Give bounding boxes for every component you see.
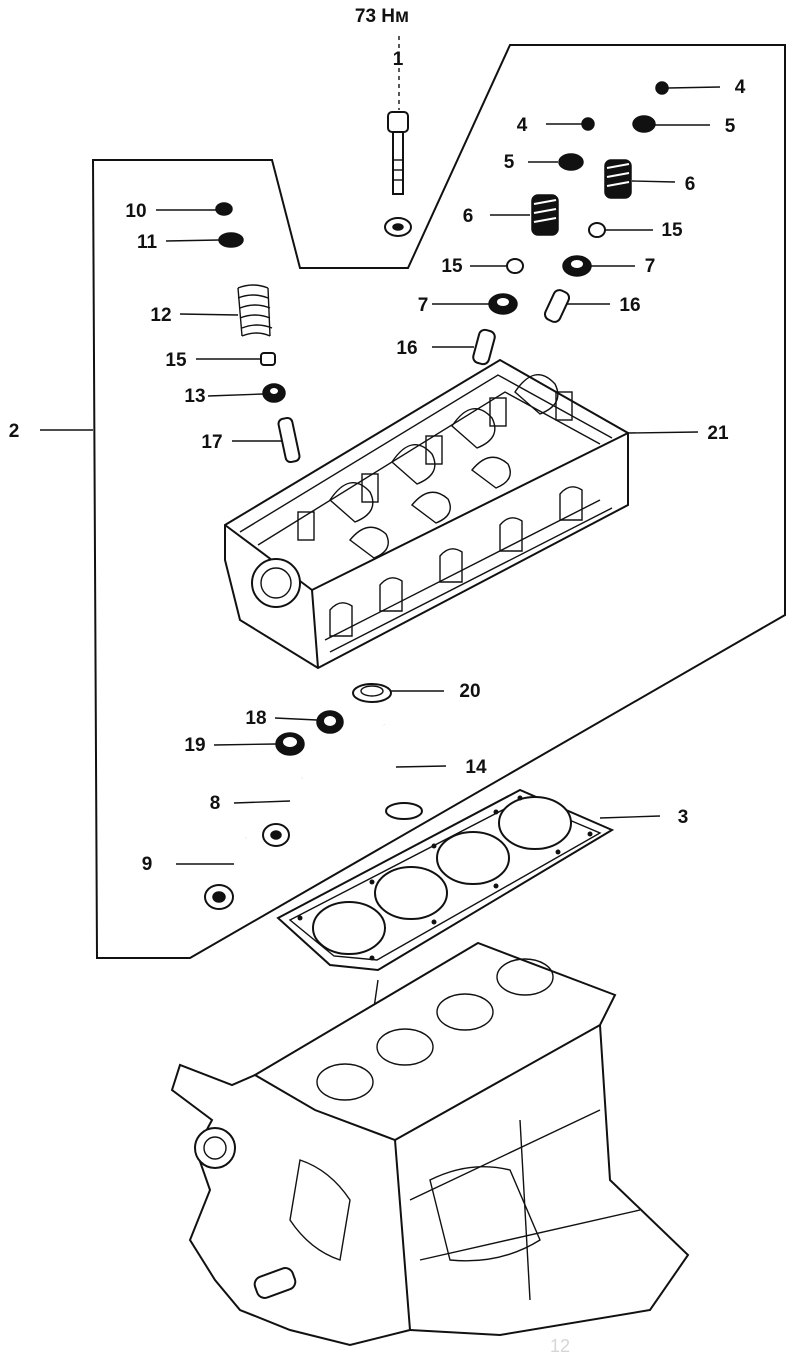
callout-7b: 7 [418, 295, 429, 316]
callout-8: 8 [210, 793, 221, 814]
callout-11: 11 [137, 232, 158, 253]
valve-14 [382, 724, 423, 820]
valve-keeper-4a [655, 81, 669, 95]
spring-seat-15b [506, 258, 524, 274]
callout-4a: 4 [735, 77, 746, 98]
assembly-boundary [91, 44, 786, 959]
callout-1: 1 [393, 49, 404, 70]
callout-12: 12 [150, 305, 171, 326]
valve-spring-12 [237, 284, 273, 337]
valve-keeper-10 [215, 202, 233, 216]
valve-9 [204, 837, 248, 910]
callout-10: 10 [125, 201, 146, 222]
callout-9: 9 [142, 854, 153, 875]
callout-17: 17 [201, 432, 222, 453]
valve-seal-13 [262, 383, 286, 403]
callout-3: 3 [678, 807, 689, 828]
callout-15c: 15 [165, 350, 187, 371]
torque-spec-label: 73 Нм [355, 6, 409, 27]
valve-seal-7a [562, 255, 592, 277]
valve-guide-16a [543, 289, 571, 323]
valve-guide-16b [472, 328, 496, 366]
spring-retainer-5b [558, 153, 584, 171]
callout-6b: 6 [463, 206, 474, 227]
callout-20: 20 [459, 681, 480, 702]
callout-2: 2 [9, 421, 20, 442]
callout-16a: 16 [619, 295, 640, 316]
valve-keeper-4b [581, 117, 595, 131]
leader-lines [40, 86, 721, 865]
callout-19: 19 [184, 735, 205, 756]
page-watermark: 12 [550, 1336, 570, 1356]
callout-18: 18 [245, 708, 266, 729]
callout-15b: 15 [441, 256, 463, 277]
callout-21: 21 [707, 423, 729, 444]
valve-seat-18 [316, 710, 344, 734]
callout-7a: 7 [645, 256, 656, 277]
valve-spring-6b [531, 194, 559, 236]
valve-seat-20 [352, 683, 392, 703]
head-gasket [276, 788, 615, 972]
callout-4b: 4 [517, 115, 528, 136]
spring-retainer-11 [218, 232, 244, 248]
cylinder-head [224, 358, 629, 670]
callout-16b: 16 [396, 338, 417, 359]
callout-5b: 5 [504, 152, 515, 173]
callout-13: 13 [184, 386, 205, 407]
callout-14: 14 [465, 757, 487, 778]
spring-retainer-5a [632, 115, 656, 133]
valve-seat-19 [275, 732, 305, 756]
head-bolt [384, 36, 412, 237]
callout-6a: 6 [685, 174, 696, 195]
valve-spring-6a [604, 159, 632, 199]
callout-5a: 5 [725, 116, 736, 137]
callout-15a: 15 [661, 220, 683, 241]
valve-guide-17 [277, 416, 301, 464]
valve-8 [262, 777, 304, 847]
engine-block [170, 941, 690, 1347]
spring-seat-15a [588, 222, 606, 238]
spring-seat-15c [260, 352, 276, 366]
valve-seal-7b [488, 293, 518, 315]
